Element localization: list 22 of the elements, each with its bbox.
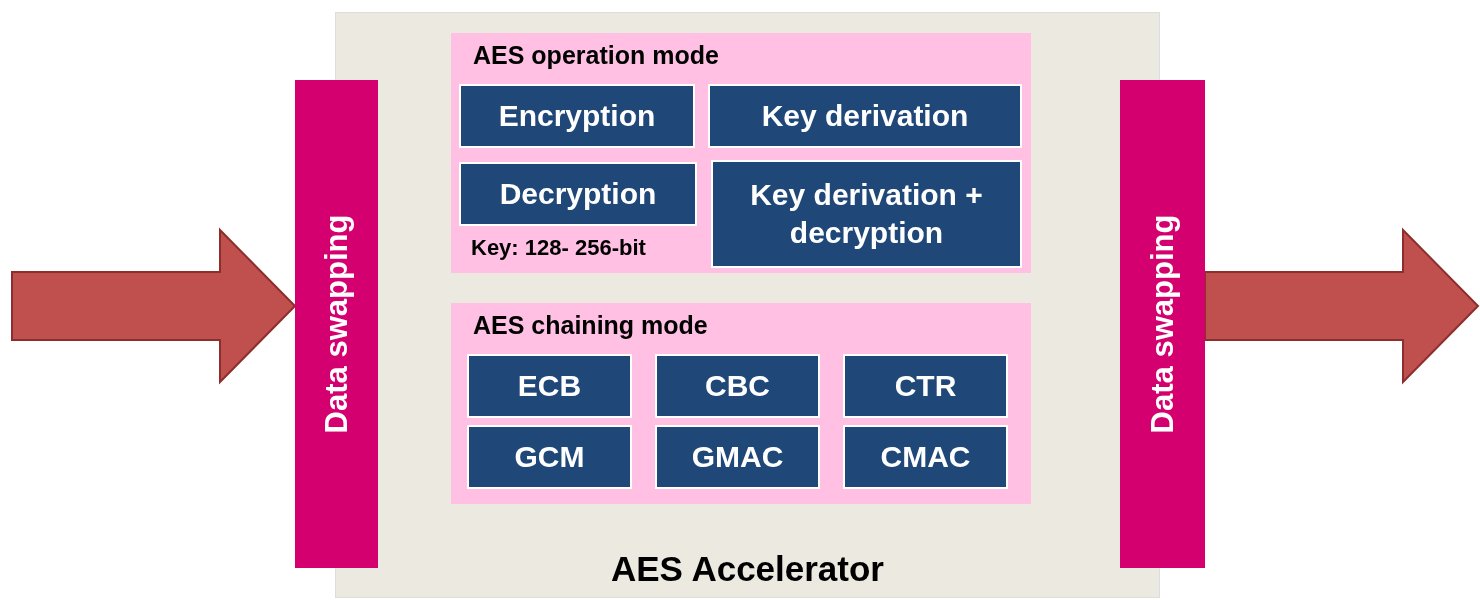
bar-label: Data swapping	[318, 214, 355, 434]
key-size-note: Key: 128- 256-bit	[471, 235, 646, 261]
mode-box: CMAC	[843, 425, 1008, 489]
block-arrow	[11, 227, 297, 385]
bar-label: Data swapping	[1144, 214, 1181, 434]
mode-panel	[451, 303, 1031, 504]
mode-box: Key derivation	[708, 84, 1022, 148]
mode-panel	[451, 33, 1031, 273]
data-swapping-bar	[295, 80, 378, 568]
mode-box: Encryption	[459, 84, 695, 148]
panel-heading: AES operation mode	[473, 41, 719, 70]
data-swapping-bar	[1120, 80, 1205, 568]
mode-box: GMAC	[655, 425, 820, 489]
mode-box: Key derivation + decryption	[711, 160, 1022, 268]
mode-box: GCM	[467, 425, 632, 489]
mode-box: ECB	[467, 354, 632, 418]
mode-box: Decryption	[459, 162, 697, 226]
block-title: AES Accelerator	[610, 549, 885, 589]
mode-box: CTR	[843, 354, 1008, 418]
panel-heading: AES chaining mode	[473, 311, 708, 340]
mode-box: CBC	[655, 354, 820, 418]
block-arrow	[1204, 227, 1480, 385]
